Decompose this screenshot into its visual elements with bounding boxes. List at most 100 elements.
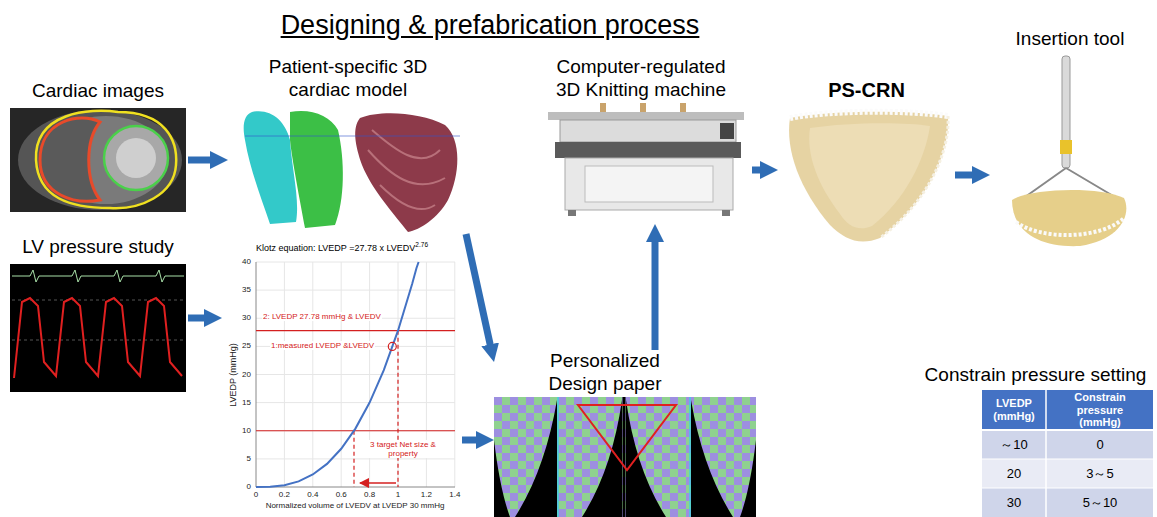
design-paper-part [515, 400, 557, 517]
klotz-chart-part [256, 262, 257, 487]
chart-annotation: 1:measured LVEDP &LVEDV [270, 341, 375, 350]
node-label: PS-CRN [828, 79, 905, 101]
knitting-machine-part [568, 210, 576, 216]
knitting-machine-part [640, 103, 646, 112]
table-cell: 30 [1007, 495, 1021, 510]
knitting-machine-part [560, 120, 736, 142]
ps-crn-photo-part [880, 116, 948, 238]
axis-tick: 40 [242, 257, 251, 266]
table-cell: 0 [1096, 437, 1103, 452]
axis-tick: 5 [247, 454, 251, 463]
axis-tick: 1 [396, 490, 400, 499]
axis-tick: 0 [247, 482, 251, 491]
klotz-chart-part-part [256, 402, 455, 403]
table-panel: Constrain pressure setting [917, 364, 1154, 517]
pressure-table [982, 390, 1153, 517]
ps-crn-photo-part [789, 112, 948, 242]
table-header: LVEDP (mmHg) [984, 397, 1044, 422]
image-panel: Computer-regulated 3D Knitting machine [530, 56, 752, 224]
mri-image [10, 108, 186, 212]
chart-annotation: 2: LVEDP 27.78 mmHg & LVEDV [262, 312, 382, 321]
klotz-chart-part [353, 431, 354, 487]
design-paper-part [626, 400, 666, 517]
mri-image-part [18, 110, 182, 210]
cardiac-3d-model-part [368, 130, 445, 209]
lv-pressure-trace-part [12, 340, 184, 341]
flow-arrow [955, 172, 980, 179]
lv-pressure-trace-part [14, 298, 182, 378]
axis-tick: 25 [242, 342, 251, 351]
klotz-chart-part [388, 342, 396, 350]
node-heading-block: LV pressure study [8, 236, 188, 259]
diagram-title: Designing & prefabrication process [0, 10, 980, 41]
node-heading-block: Patient-specific 3D cardiac model [248, 56, 448, 102]
table-cell: 5～10 [1083, 495, 1118, 510]
image-panel: PS-CRN [778, 78, 955, 244]
axis-title: Normalized volume of LVEDV at LVEDP 30 m… [266, 501, 445, 510]
design-paper-part [557, 397, 559, 517]
insertion-tool-part [1060, 140, 1072, 154]
flow-arrow [752, 167, 768, 174]
knitting-machine-part [555, 142, 741, 158]
node-heading-block: Personalized Design paper [540, 350, 670, 396]
knitting-machine-part [722, 210, 730, 216]
pressure-table-part [982, 459, 1153, 488]
pressure-table-part [982, 459, 1153, 460]
chart-annotation: 3 target Net size & property [362, 440, 444, 458]
axis-tick: 0.4 [307, 490, 318, 499]
pressure-table-part [1045, 390, 1047, 517]
node-heading-block: Klotz equation: LVEDP =27.78 x LVEDV2.76 [222, 238, 462, 254]
flow-arrow [462, 437, 484, 444]
flow-arrow [188, 315, 212, 322]
mri-image-part [40, 118, 100, 201]
klotz-chart-part [397, 331, 398, 487]
design-paper-part [689, 397, 691, 517]
klotz-chart-part-part [256, 458, 455, 459]
axis-tick: 20 [242, 370, 251, 379]
cardiac-3d-model-part [244, 111, 297, 224]
klotz-chart-part [256, 487, 455, 488]
axis-tick: 0.2 [279, 490, 290, 499]
lv-pressure-trace-part [12, 270, 184, 282]
knitting-machine [548, 103, 744, 216]
node-label: Constrain pressure setting [925, 364, 1147, 385]
flow-arrow [188, 157, 218, 164]
table-header: Constrain pressure (mmHg) [1072, 391, 1129, 429]
design-paper-part [494, 440, 510, 517]
klotz-chart-part-part [256, 374, 455, 375]
axis-tick: 0.6 [336, 490, 347, 499]
axis-tick: 30 [242, 314, 251, 323]
image-panel: Cardiac images [8, 80, 188, 212]
table-cell: 3～5 [1086, 466, 1113, 481]
klotz-chart-part [256, 430, 455, 431]
axis-tick: 15 [242, 398, 251, 407]
mri-image-part [116, 138, 156, 178]
klotz-chart [256, 262, 455, 487]
cardiac-3d-model-part [290, 111, 343, 228]
axis-title: LVEDP (mmHg) [228, 343, 238, 407]
knitting-machine-part [720, 123, 734, 139]
lv-pressure-trace-part [10, 264, 186, 392]
flow-arrow [652, 234, 659, 350]
cardiac-3d-model-part [245, 136, 460, 137]
node-heading-block: Constrain pressure setting [917, 364, 1154, 387]
axis-tick: 0 [254, 490, 258, 499]
table-cell: 20 [1007, 466, 1021, 481]
ps-crn-photo-part [790, 112, 948, 118]
node-label: Klotz equation: LVEDP =27.78 x LVEDV [256, 243, 415, 253]
node-label: Computer-regulated 3D Knitting machine [556, 56, 726, 100]
axis-tick: 1.4 [449, 490, 460, 499]
image-panel: LV pressure study [8, 236, 188, 394]
table-cell: ～10 [1000, 437, 1027, 452]
insertion-tool-part [1016, 218, 1124, 235]
klotz-chart-part-part [256, 290, 455, 291]
design-paper-part [691, 400, 733, 517]
axis-tick: 10 [242, 426, 251, 435]
axis-tick: 1.2 [421, 490, 432, 499]
knitting-machine-part [680, 103, 686, 112]
cardiac-3d-model-part [355, 113, 457, 232]
knitting-machine-part [600, 103, 606, 112]
design-paper-part [578, 405, 676, 470]
